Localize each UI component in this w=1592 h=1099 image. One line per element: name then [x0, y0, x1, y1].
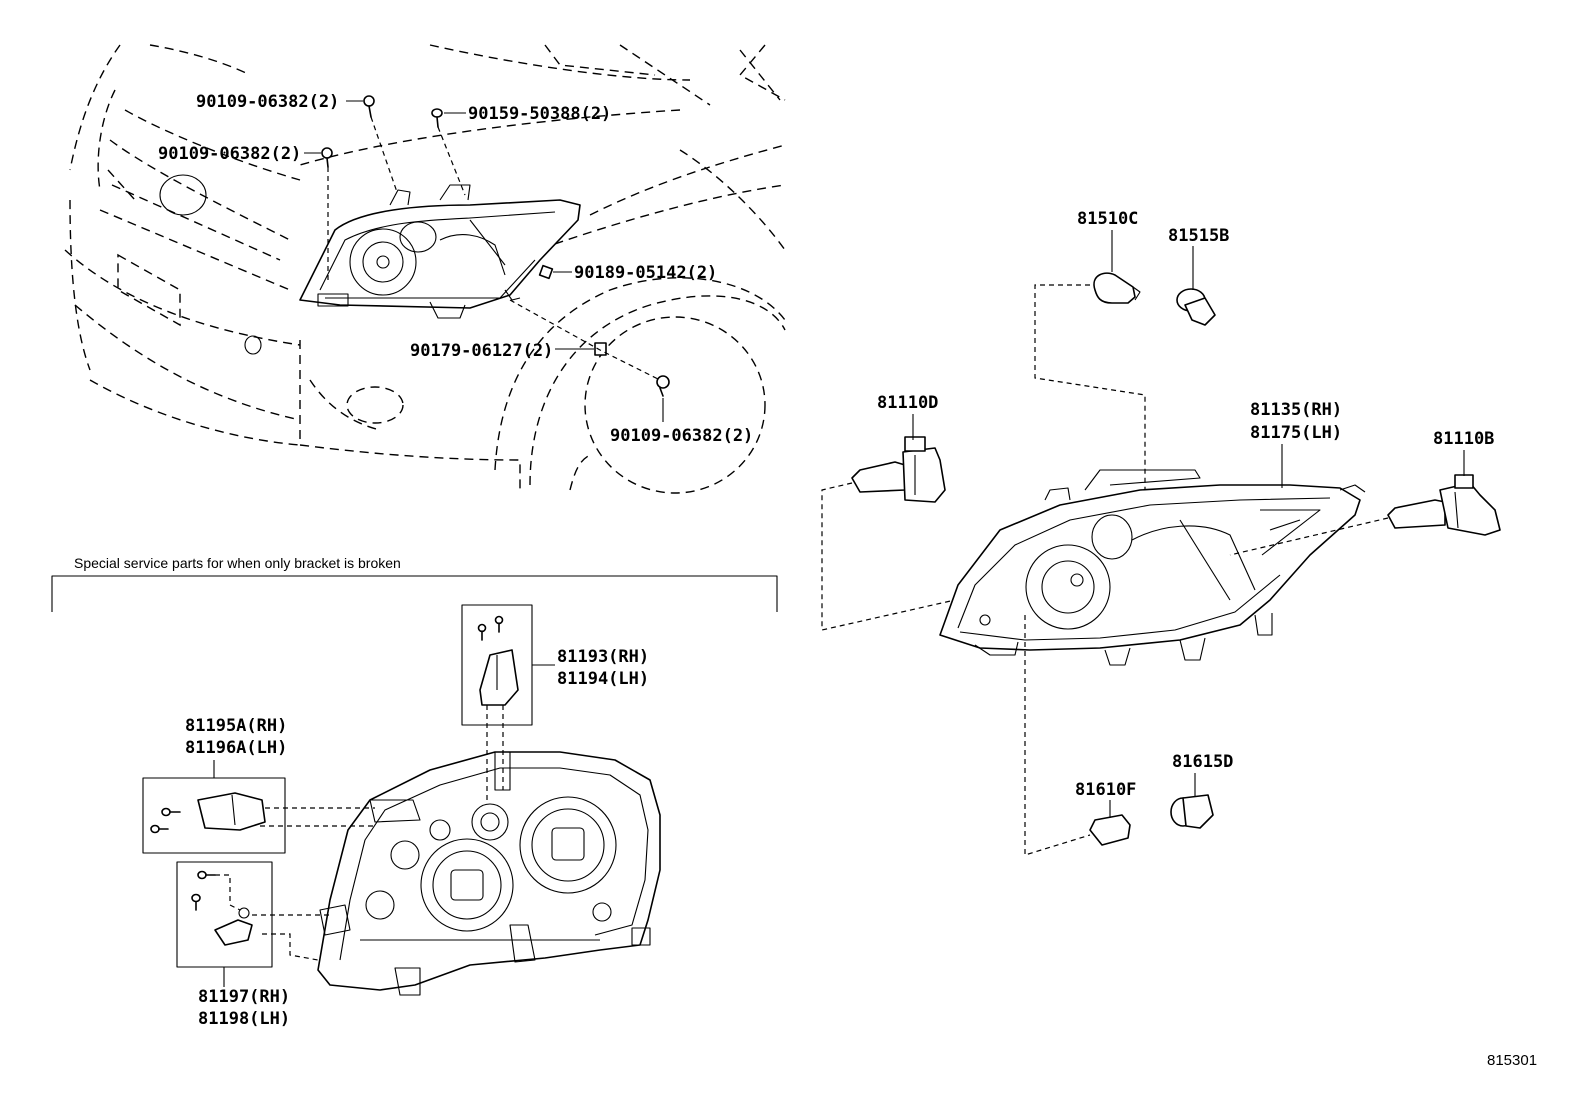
- part-81197-label: 81197(RH): [198, 987, 290, 1007]
- part-81615d-label: 81615D: [1172, 752, 1233, 772]
- hb-bulb-left-icon: [851, 436, 946, 503]
- socket-upper-icon: [1176, 288, 1216, 326]
- bracket-side-box: [142, 777, 286, 854]
- part-81110d-label: 81110D: [877, 393, 938, 413]
- bolt-icon: [656, 375, 670, 397]
- part-81195a-label: 81195A(RH): [185, 716, 287, 736]
- bracket-lower-box: [176, 861, 273, 968]
- part-81194-label: 81194(LH): [557, 669, 649, 689]
- clip-icon: [594, 342, 607, 356]
- part-81110b-label: 81110B: [1433, 429, 1494, 449]
- part-81196a-label: 81196A(LH): [185, 738, 287, 758]
- part-81198-label: 81198(LH): [198, 1009, 290, 1029]
- bolt-icon: [321, 147, 333, 168]
- callout-screw-top: 90159-50388(2): [468, 104, 611, 124]
- bracket-side-icon: [150, 792, 266, 834]
- hb-bulb-right-icon: [1387, 474, 1501, 536]
- bracket-upper-icon: [477, 615, 519, 706]
- callout-bolt-left: 90109-06382(2): [158, 144, 301, 164]
- side-bulb-icon: [1089, 814, 1131, 846]
- callout-clip: 90179-06127(2): [410, 341, 553, 361]
- part-81135-label: 81135(RH): [1250, 400, 1342, 420]
- service-parts-note: Special service parts for when only brac…: [74, 555, 401, 571]
- bolt-icon: [363, 95, 375, 118]
- part-81515b-label: 81515B: [1168, 226, 1229, 246]
- part-81510c-label: 81510C: [1077, 209, 1138, 229]
- callout-bolt-bottom: 90109-06382(2): [610, 426, 753, 446]
- socket-lower-icon: [1170, 794, 1214, 829]
- figure-reference-number: 815301: [1487, 1052, 1537, 1069]
- car-front-view: [64, 44, 786, 494]
- headlamp-assembly-icon: [939, 469, 1366, 666]
- screw-icon: [431, 108, 443, 128]
- callout-bolt-top-left: 90109-06382(2): [196, 92, 339, 112]
- part-81193-label: 81193(RH): [557, 647, 649, 667]
- part-81610f-label: 81610F: [1075, 780, 1136, 800]
- service-parts-bracket-frame: [51, 575, 778, 612]
- part-81175-label: 81175(LH): [1250, 423, 1342, 443]
- wedge-bulb-icon: [1093, 272, 1141, 304]
- callout-nut-right: 90189-05142(2): [574, 263, 717, 283]
- nut-icon: [538, 264, 554, 280]
- headlamp-rear-view: [317, 751, 661, 996]
- bracket-lower-icon: [191, 870, 253, 946]
